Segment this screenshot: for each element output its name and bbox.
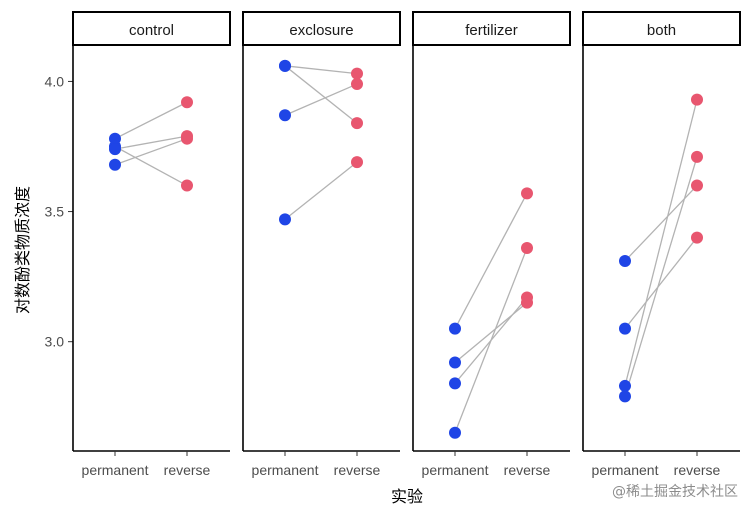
y-axis: 3.0 3.5 4.0 [45,73,73,350]
point-permanent [619,322,631,335]
pair-line [284,161,358,220]
point-permanent [619,255,631,268]
facet-strip [242,11,401,46]
pair-line [624,156,698,397]
facet-strip [412,11,571,46]
x-tick-label-permanent: permanent [422,462,489,478]
point-reverse [691,93,703,106]
facet-strip-label: exclosure [289,22,353,39]
facet-control: control permanent reverse [72,11,231,478]
pair-line [284,65,358,124]
x-tick-label-reverse: reverse [674,462,721,478]
pair-line [284,65,358,75]
point-permanent [279,213,291,226]
point-reverse [181,132,193,145]
x-tick-label-reverse: reverse [334,462,381,478]
pair-line [454,193,528,329]
pair-line [624,185,698,262]
point-reverse [691,231,703,244]
x-tick-label-permanent: permanent [592,462,659,478]
point-reverse [521,242,533,254]
watermark-text: @稀土掘金技术社区 [612,484,738,500]
y-tick-label: 3.0 [45,334,65,350]
point-permanent [449,377,461,390]
point-reverse [351,67,363,80]
point-permanent [279,109,291,122]
facet-fertilizer: fertilizer permanent reverse [412,11,571,478]
point-permanent [109,158,121,171]
facet-exclosure: exclosure permanent reverse [242,11,401,478]
y-axis-title: 对数酚类物质浓度 [13,186,32,314]
facet-strip [72,11,231,46]
point-permanent [279,59,291,72]
pair-line [624,99,698,387]
pair-line [114,138,188,166]
facet-panels: control permanent reverse exclosure permanen… [72,11,741,478]
pair-line [454,302,528,364]
pair-line [114,145,188,187]
facet-strip [582,11,741,46]
point-permanent [109,143,121,156]
facet-strip-label: control [129,22,174,39]
point-reverse [351,78,363,91]
x-axis-title: 实验 [391,487,423,506]
pair-line [284,83,358,116]
facet-strip-label: fertilizer [465,22,518,39]
point-reverse [521,187,533,200]
point-reverse [351,156,363,169]
pair-line [114,101,188,140]
facet-both: both permanent reverse [582,11,741,478]
pair-line [114,135,188,150]
pair-line [624,237,698,330]
x-tick-label-reverse: reverse [164,462,211,478]
point-reverse [351,117,363,130]
point-reverse [691,179,703,192]
pair-line [454,247,528,434]
y-tick-label: 3.5 [45,204,65,220]
point-reverse [691,150,703,163]
point-reverse [181,96,193,109]
x-tick-label-permanent: permanent [252,462,319,478]
facet-strip-label: both [647,22,676,39]
x-tick-label-reverse: reverse [504,462,551,478]
point-reverse [521,291,533,304]
point-permanent [449,322,461,335]
x-tick-label-permanent: permanent [82,462,149,478]
point-permanent [619,379,631,392]
point-permanent [449,356,461,369]
point-permanent [449,426,461,439]
y-tick-label: 4.0 [45,73,65,89]
point-permanent [619,390,631,403]
point-reverse [181,179,193,192]
